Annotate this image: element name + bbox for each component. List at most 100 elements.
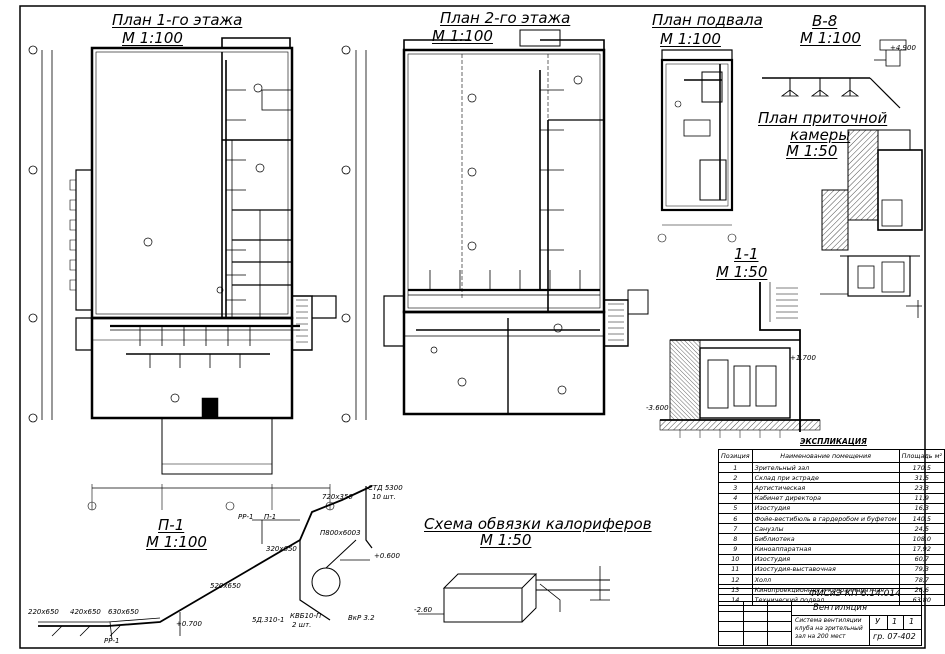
- plan2-title: План 2-го этажа: [440, 9, 571, 27]
- stamp-desc-3: зал на 200 мест: [795, 633, 846, 640]
- row-area: 79,3: [898, 563, 945, 576]
- stamp-sheets: 1: [909, 617, 915, 626]
- row-position: 1: [718, 461, 753, 474]
- row-name: Кабинет директора: [751, 492, 900, 504]
- tag-d4: 520x650: [210, 582, 241, 590]
- header-area: Площадь м²: [898, 449, 945, 463]
- plan2-scale: М 1:100: [432, 27, 493, 45]
- row-area: 31,5: [898, 472, 945, 484]
- tag-d12: 5Д.310-1: [252, 616, 285, 624]
- section-1-1: [659, 282, 821, 438]
- row-position: 7: [718, 523, 753, 535]
- tag-d17: -2.60: [414, 606, 433, 614]
- row-position: 2: [718, 472, 753, 484]
- tag-d7: СТД 5300: [368, 484, 403, 492]
- row-name: Зрительный зал: [751, 461, 900, 474]
- explication-header-row: Позиция Наименование помещения Площадь м…: [718, 449, 945, 463]
- tag-d16: РР-1: [104, 637, 120, 645]
- title-block: ФИСиЭ КП 6.14.014 Вентиляция Система вен…: [718, 588, 922, 646]
- plan-supply-chamber: [820, 129, 923, 318]
- row-name: Артистическая: [751, 482, 900, 494]
- explication-table: Позиция Наименование помещения Площадь м…: [718, 449, 945, 606]
- basement-title: План подвала: [652, 11, 763, 29]
- row-position: 6: [718, 512, 753, 525]
- row-position: 8: [718, 533, 753, 545]
- stamp-group: гр. 07-402: [873, 632, 916, 641]
- v8-title: В-8: [812, 12, 838, 30]
- supply-title: План приточной: [758, 109, 888, 127]
- tag-d22: -3.600: [646, 404, 669, 412]
- tag-d5: 320x650: [266, 545, 297, 553]
- row-name: Киноаппаратная: [751, 543, 900, 555]
- stamp-stage: У: [875, 617, 880, 626]
- tag-d15: РР-1: [238, 513, 254, 521]
- tag-d10: КВБ10-П: [290, 612, 322, 620]
- basement-scale: М 1:100: [660, 30, 721, 48]
- scheme-heater: [418, 566, 610, 623]
- row-name: Изостудия: [751, 553, 900, 565]
- explication-title: ЭКСПЛИКАЦИЯ: [800, 437, 867, 446]
- stamp-code: ФИСиЭ КП 6.14.014: [809, 589, 901, 599]
- row-area: 23,3: [898, 482, 945, 494]
- row-area: 60,7: [898, 553, 945, 565]
- header-name: Наименование помещения: [751, 449, 900, 463]
- row-name: Санузлы: [751, 523, 900, 535]
- row-position: 5: [718, 502, 753, 514]
- plan1-title: План 1-го этажа: [112, 11, 243, 29]
- tag-d14: П-1: [264, 513, 277, 521]
- plan-basement: [657, 49, 737, 243]
- row-name: Изостудия-выставочная: [751, 563, 900, 576]
- row-position: 12: [718, 574, 753, 586]
- tag-d21: +1.700: [790, 354, 816, 362]
- sheet-frame: [19, 5, 926, 649]
- stamp-desc-2: клуба на зрительный: [795, 625, 863, 632]
- tag-d20: +4.900: [890, 44, 916, 52]
- row-area: 78,7: [898, 574, 945, 586]
- row-area: 140,5: [898, 512, 945, 525]
- row-name: Изостудия: [751, 502, 900, 514]
- heater-title: Схема обвязки калориферов: [424, 515, 652, 533]
- header-position: Позиция: [718, 449, 753, 463]
- supply-scale: М 1:50: [786, 142, 838, 160]
- tag-d9: П800x6003: [320, 529, 361, 537]
- tag-d2: 420x650: [70, 608, 101, 616]
- row-position: 4: [718, 492, 753, 504]
- tag-d8: 10 шт.: [372, 493, 396, 501]
- section-title: 1-1: [734, 245, 759, 263]
- row-area: 24,5: [898, 523, 945, 535]
- row-area: 170,5: [898, 461, 945, 474]
- p1-title: П-1: [158, 516, 185, 534]
- tag-d13: ВкР 3.2: [348, 614, 375, 622]
- tag-d1: 220x650: [28, 608, 59, 616]
- scheme-p1: [38, 485, 373, 641]
- row-area: 11,9: [898, 492, 945, 504]
- section-scale: М 1:50: [716, 263, 768, 281]
- row-area: 16,3: [898, 502, 945, 514]
- plan-first-floor: [28, 37, 337, 511]
- row-position: 3: [718, 482, 753, 494]
- stamp-desc-1: Система вентиляции: [795, 617, 862, 624]
- v8-scale: М 1:100: [800, 29, 861, 47]
- row-name: Склад при эстраде: [751, 472, 900, 484]
- row-name: Фойе-вестибюль в гардеробом и буфетом: [751, 512, 900, 525]
- tag-d18: +0.600: [374, 552, 400, 560]
- heater-scale: М 1:50: [480, 531, 532, 549]
- row-name: Холл: [751, 574, 900, 586]
- p1-scale: М 1:100: [146, 533, 207, 551]
- plan-second-floor: [341, 29, 649, 423]
- row-name: Библиотека: [751, 533, 900, 545]
- plan1-scale: М 1:100: [122, 29, 183, 47]
- row-position: 11: [718, 563, 753, 576]
- stamp-sheet: 1: [892, 617, 898, 626]
- tag-d19: +0.700: [176, 620, 202, 628]
